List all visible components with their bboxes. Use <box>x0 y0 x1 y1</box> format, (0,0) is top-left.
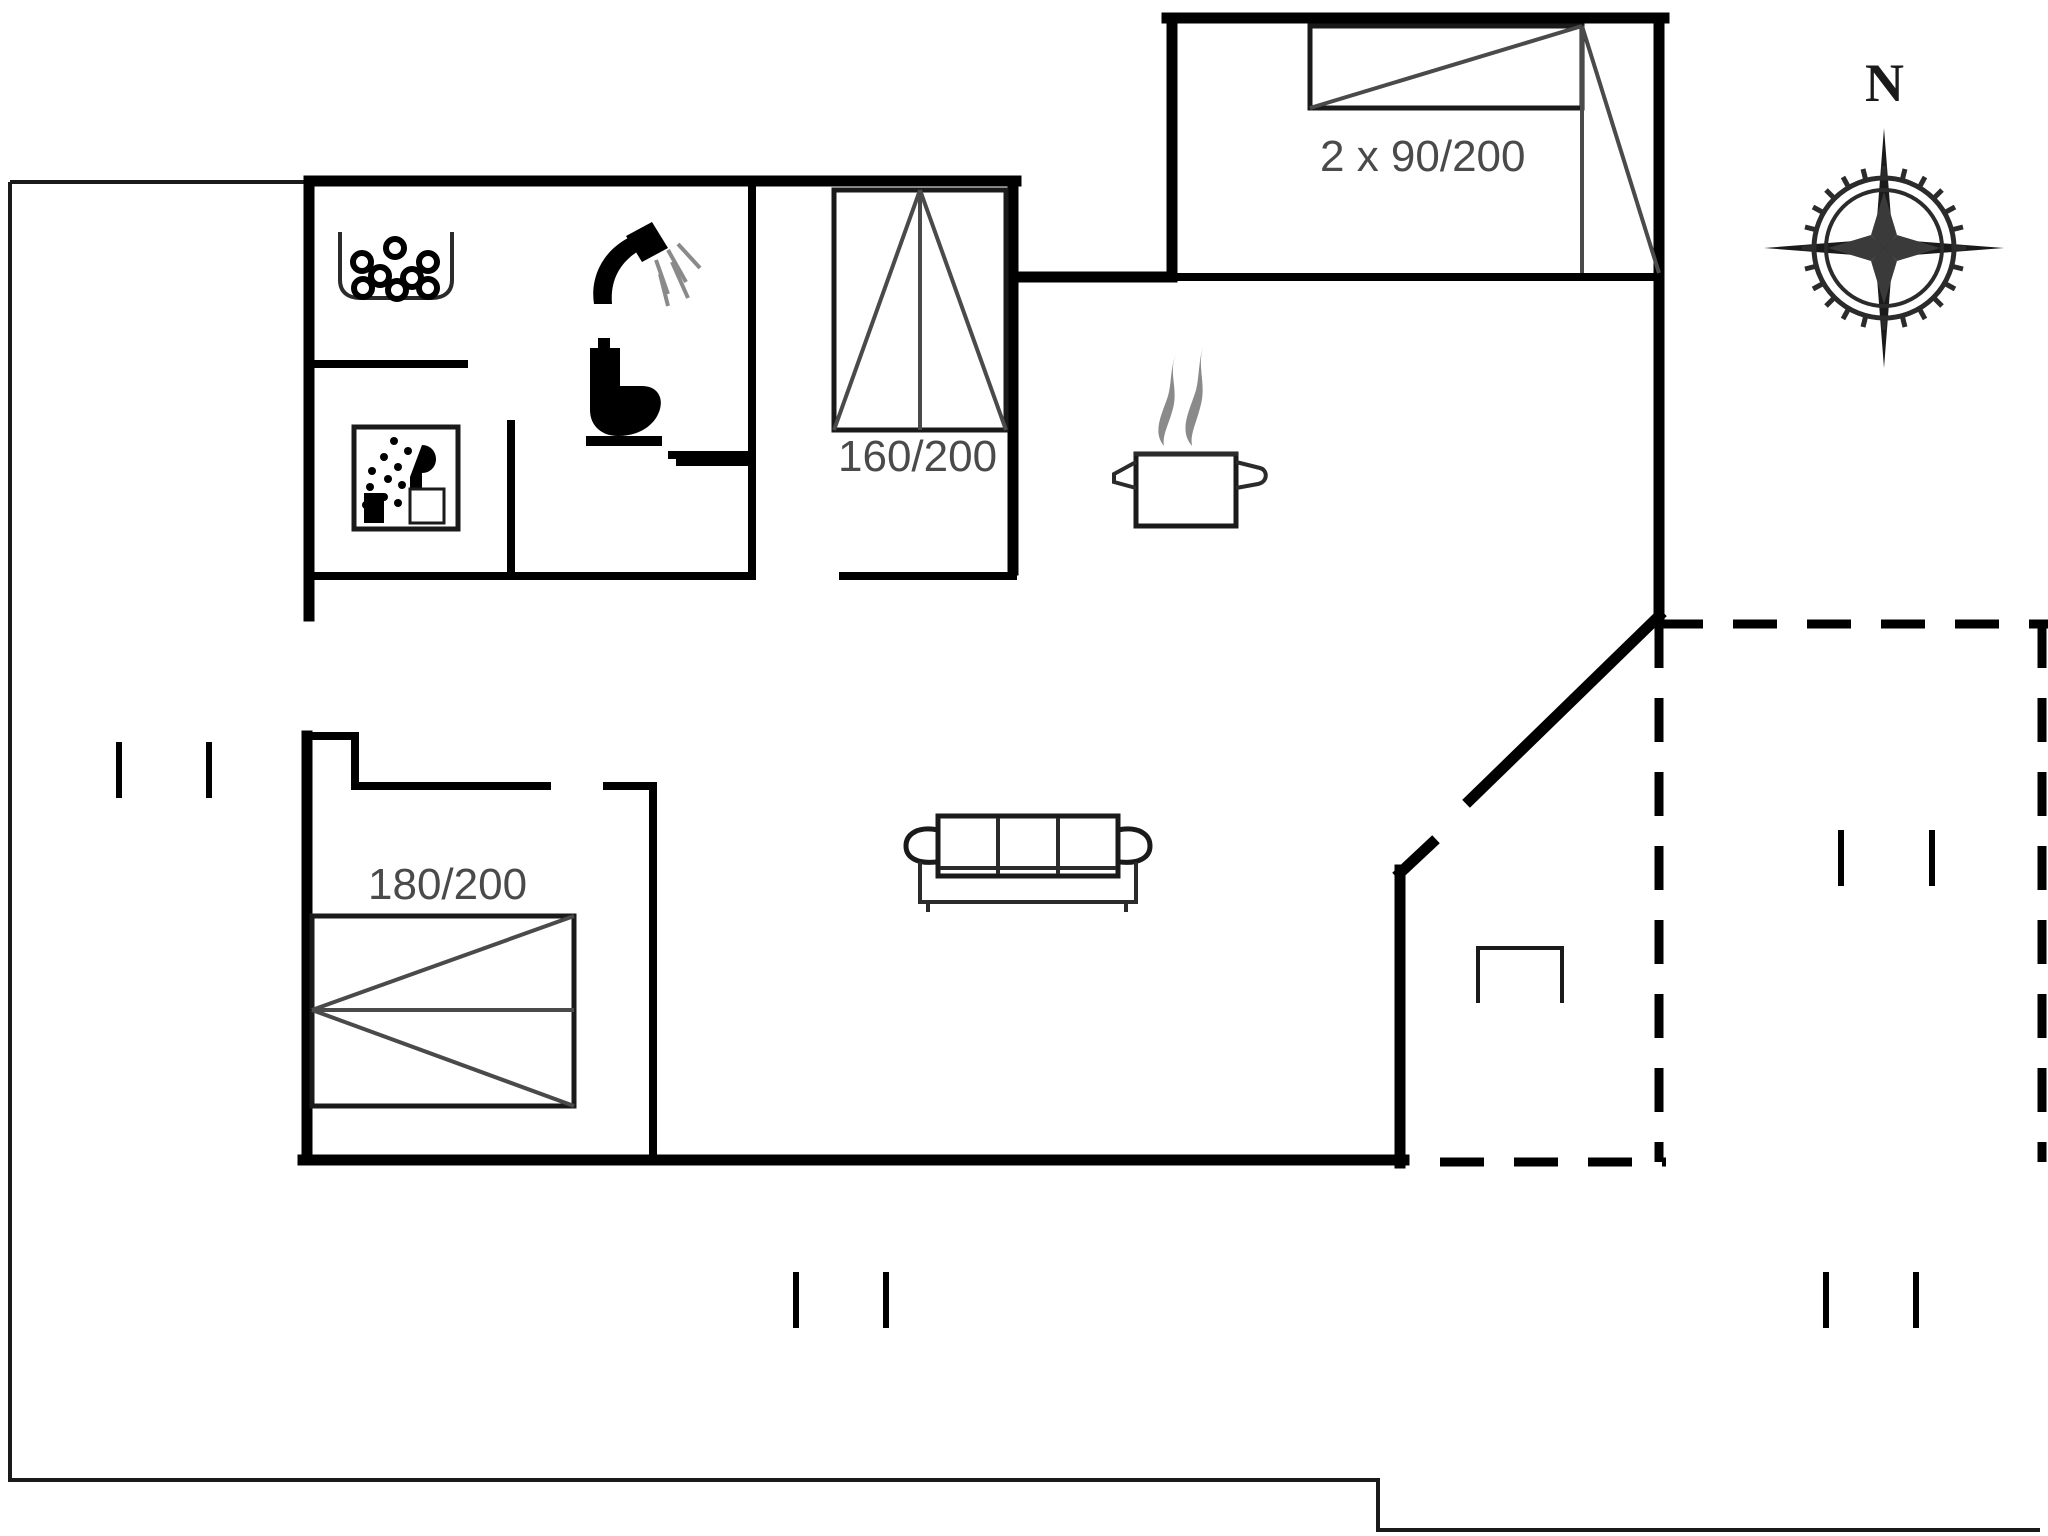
sofa-icon <box>903 813 1153 912</box>
terrace-dashed-outline <box>1440 619 2048 1167</box>
compass-north-label: N <box>1865 53 1904 113</box>
wardrobe-nook <box>303 732 657 1164</box>
bed-label-180-200: 180/200 <box>368 860 528 909</box>
interior-partitions <box>305 181 1017 580</box>
toilet-icon <box>586 338 662 446</box>
building-envelope <box>297 12 1670 1169</box>
bed-160-200 <box>831 187 1009 433</box>
bed-180-200 <box>309 913 577 1109</box>
window-tick-marks <box>116 742 1935 1328</box>
outer-ground-outline <box>8 180 2040 1532</box>
whirlpool-tub-icon <box>338 232 454 302</box>
shower-icon <box>593 222 702 307</box>
terrace-step <box>1476 946 1564 1003</box>
bed-label-2x90-200: 2 x 90/200 <box>1320 132 1526 181</box>
bed-label-160-200: 160/200 <box>838 432 998 481</box>
cooking-pot-icon <box>1112 340 1268 529</box>
compass-rose-icon <box>1764 128 2004 368</box>
sauna-icon <box>351 424 461 532</box>
bed-2x90-200 <box>1307 23 1661 274</box>
